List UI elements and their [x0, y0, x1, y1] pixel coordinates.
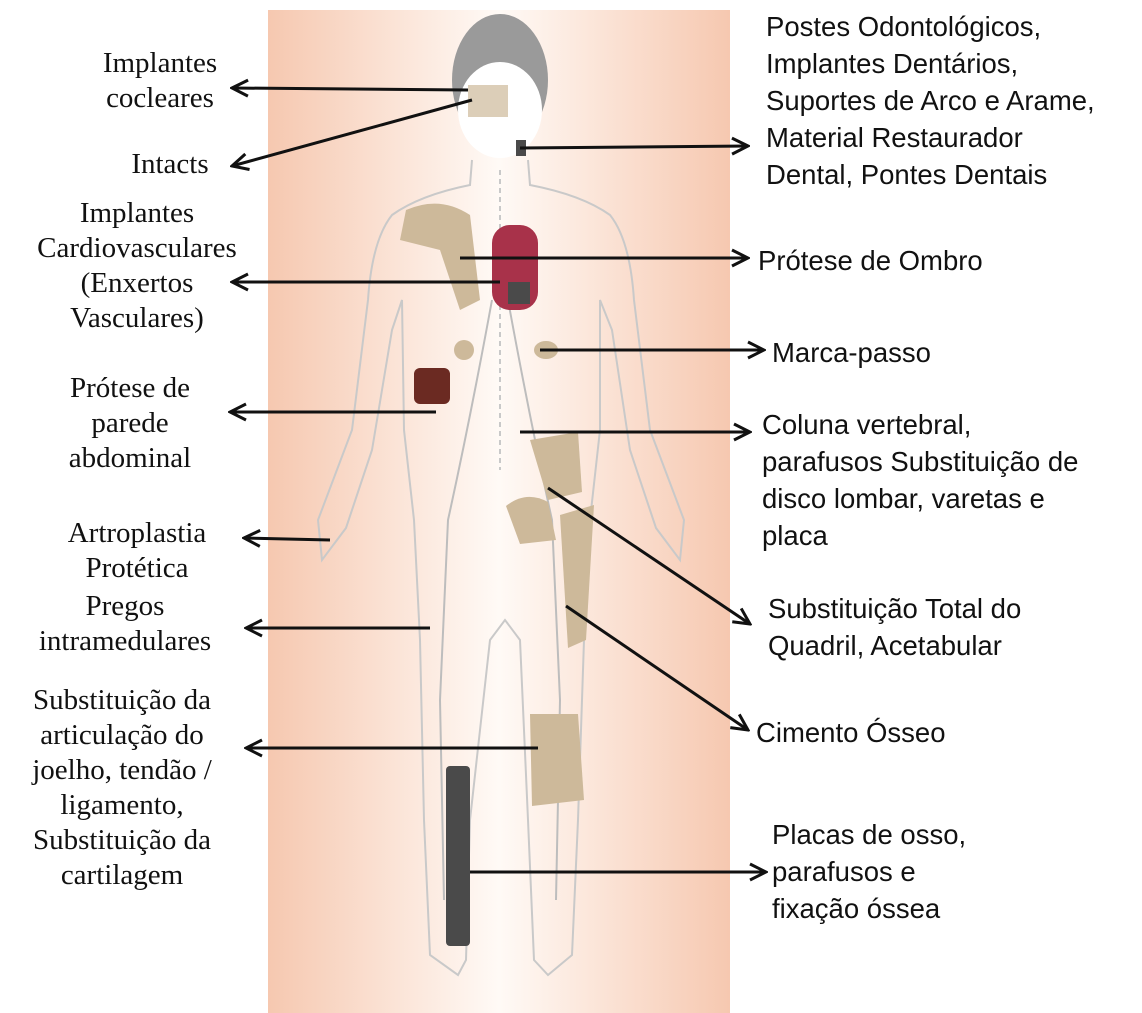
abdominal-mesh-shape: [414, 368, 450, 404]
label-intacts: Intacts: [110, 147, 230, 182]
pacemaker-box-shape: [508, 282, 530, 304]
label-total-hip-replacement: Substituição Total do Quadril, Acetabula…: [768, 590, 1108, 664]
tibia-rod-shape: [446, 766, 470, 946]
label-shoulder-prosthesis: Prótese de Ombro: [758, 242, 1058, 279]
cochlear-implant-shape: [468, 85, 508, 117]
label-dental-implants: Postes Odontológicos, Implantes Dentário…: [766, 8, 1140, 193]
label-bone-plates: Placas de osso, parafusos e fixação ósse…: [772, 816, 1072, 927]
arrow-arthroplasty: [244, 538, 330, 540]
label-pacemaker: Marca-passo: [772, 334, 1002, 371]
arrow-dental: [520, 146, 748, 148]
label-knee-replacement: Substituição da articulação do joelho, t…: [6, 683, 238, 893]
knee-implant-shape: [530, 714, 584, 806]
label-prosthetic-arthroplasty: Artroplastia Protética: [34, 516, 240, 586]
label-bone-cement: Cimento Ósseo: [756, 714, 1016, 751]
organ-left-shape: [454, 340, 474, 360]
label-cochlear-implants: Implantes cocleares: [80, 46, 240, 116]
background-panel: [268, 10, 730, 1013]
label-spine-implants: Coluna vertebral, parafusos Substituição…: [762, 406, 1138, 554]
arrow-cochlear: [232, 88, 468, 90]
label-abdominal-wall-prosthesis: Prótese de parede abdominal: [40, 371, 220, 476]
label-intramedullary-nails: Pregos intramedulares: [10, 589, 240, 659]
label-cardiovascular-implants: Implantes Cardiovasculares (Enxertos Vas…: [8, 196, 266, 336]
